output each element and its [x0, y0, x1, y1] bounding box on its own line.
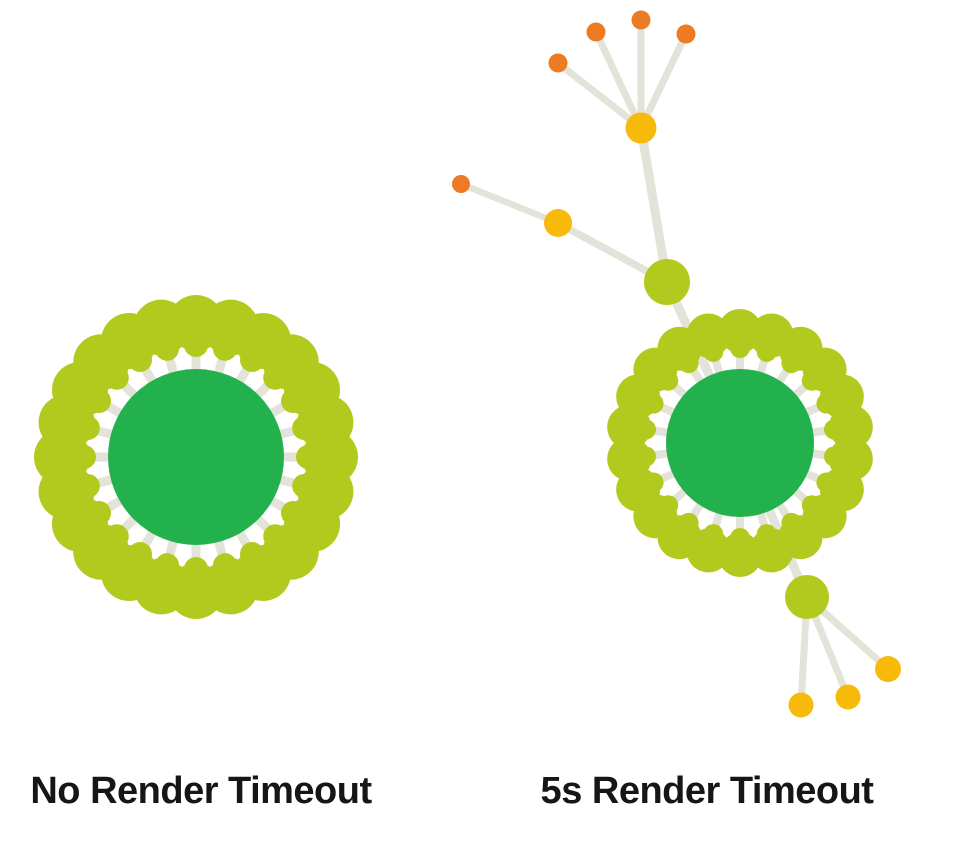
graph-node-orange-satellite-3	[631, 10, 651, 30]
edge-orange-satellite-1--yellow-hub-top	[555, 60, 644, 131]
edge-yellow-hub-top--lime-node-top	[636, 127, 672, 283]
page-cluster-no-timeout-core	[108, 369, 284, 545]
page-cluster-5s-timeout	[607, 309, 873, 577]
resource-node	[686, 313, 731, 358]
caption-no-render-timeout: No Render Timeout	[30, 770, 372, 812]
graph-node-lime-node-top	[644, 259, 690, 305]
resource-node	[607, 436, 652, 481]
caption-5s-render-timeout: 5s Render Timeout	[540, 770, 874, 812]
resource-node	[828, 405, 873, 450]
resource-node	[133, 299, 190, 356]
page-cluster-no-timeout	[34, 295, 358, 619]
edge-orange-satellite-2--yellow-hub-top	[592, 30, 645, 130]
edge-orange-leaf-left--yellow-mid-left	[459, 180, 560, 227]
page-cluster-5s-timeout-core	[666, 369, 814, 517]
graph-node-orange-satellite-4	[676, 24, 696, 44]
edge-orange-satellite-4--yellow-hub-top	[637, 32, 690, 130]
graph-node-yellow-leaf-1	[788, 692, 814, 718]
graph-node-yellow-leaf-3	[875, 656, 901, 682]
graph-node-orange-satellite-2	[586, 22, 606, 42]
graph-node-yellow-leaf-2	[835, 684, 861, 710]
graph-node-yellow-mid-left	[544, 209, 572, 237]
graph-node-lime-node-bottom	[785, 575, 829, 619]
graph-node-orange-satellite-1	[548, 53, 568, 73]
graph-node-orange-leaf-left	[452, 175, 470, 193]
graph-node-yellow-hub-top	[625, 112, 657, 144]
